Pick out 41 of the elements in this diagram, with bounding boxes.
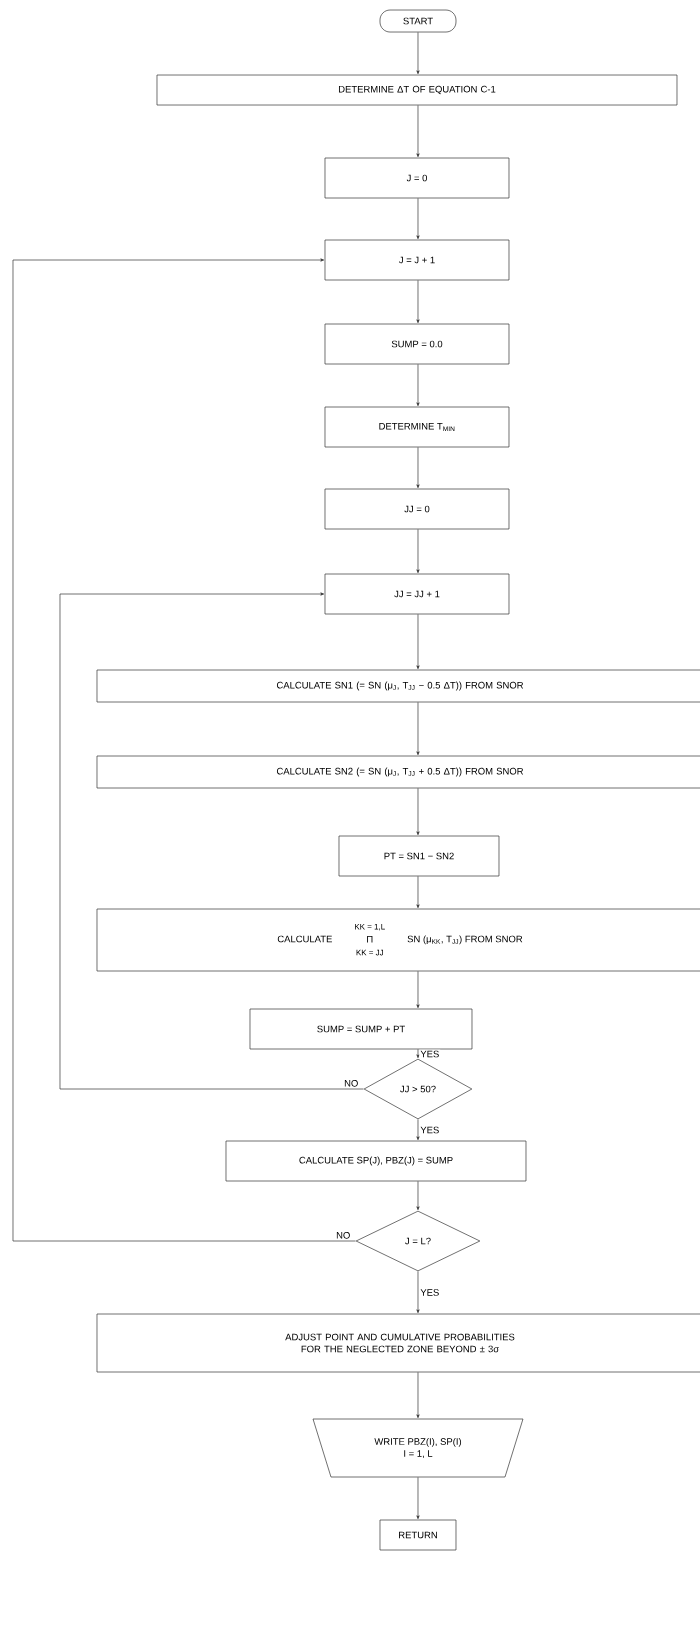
edge-label: NO [336, 1231, 350, 1239]
arrow [416, 1271, 420, 1314]
arrow [416, 1181, 420, 1211]
arrow [416, 1119, 420, 1141]
process-box: SUMP = 0.0 [324, 323, 510, 365]
process-box: JJ = 0 [324, 488, 510, 530]
arrow [416, 447, 420, 489]
arrow [59, 592, 364, 1090]
edge-label: NO [344, 1079, 358, 1087]
output-trapezoid: WRITE PBZ(I), SP(I) I = 1, L [312, 1418, 524, 1478]
process-box: SUMP = SUMP + PT [249, 1008, 473, 1050]
process-box: PT = SN1 − SN2 [338, 835, 500, 877]
arrow [416, 364, 420, 407]
process-box: CALCULATE SN1 (= SN (μ$_{J}$, T$_{JJ}$ − 0.5 ΔT)) FROM SNOR [96, 669, 700, 703]
process-box: JJ = JJ + 1 [324, 573, 510, 615]
edge-label: YES [419, 1049, 441, 1059]
process-box: J = J + 1 [324, 239, 510, 281]
arrow [416, 280, 420, 324]
arrow [416, 32, 420, 75]
arrow [416, 1372, 420, 1419]
process-box: CALCULATE SN2 (= SN (μ$_{J}$, T$_{JJ}$ + 0.5 ΔT)) FROM SNOR [96, 755, 700, 789]
arrow [416, 788, 420, 836]
edge-label: YES [419, 1125, 441, 1135]
arrow [12, 258, 356, 1242]
arrow [416, 529, 420, 574]
arrow [416, 198, 420, 240]
arrow [416, 702, 420, 756]
process-box: DETERMINE ΔT OF EQUATION C-1 [156, 74, 678, 106]
process-box: DETERMINE T$_{MIN}$ [324, 406, 510, 448]
arrow [416, 614, 420, 670]
arrow [416, 1477, 420, 1520]
terminator: START [379, 9, 457, 33]
process-box: CALCULATE SP(J), PBZ(J) = SUMP [225, 1140, 527, 1182]
arrow [416, 105, 420, 158]
arrow [416, 1049, 420, 1059]
arrow [416, 876, 420, 909]
process-box: ADJUST POINT AND CUMULATIVE PROBABILITIES FOR THE NEGLECTED ZONE BEYOND ± 3σ [96, 1313, 700, 1373]
arrow [416, 971, 420, 1009]
process-box: J = 0 [324, 157, 510, 199]
process-box: RETURN [379, 1519, 457, 1551]
edge-label: YES [419, 1288, 441, 1297]
